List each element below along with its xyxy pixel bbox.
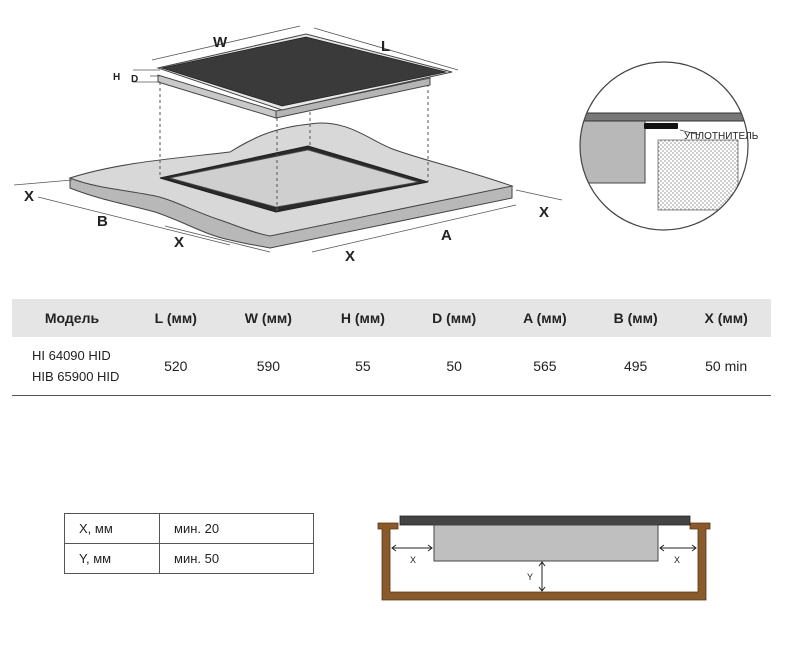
header-X: X (мм): [704, 310, 748, 326]
label-H: H: [113, 72, 120, 83]
min-value: мин. 20: [159, 513, 314, 544]
installation-diagram: W L H D X B X X A X УПЛОТНИТЕЛЬ: [13, 25, 759, 265]
model-name: HIB 65900 HID: [32, 369, 120, 384]
label-W: W: [213, 34, 228, 51]
table-row: X, мм мин. 20: [64, 513, 314, 544]
label-L: L: [381, 38, 390, 55]
gap-label-X-left: X: [410, 555, 416, 565]
label-D: D: [131, 74, 138, 85]
header-model: Модель: [44, 310, 100, 326]
dimension-lines: [13, 25, 563, 253]
value-B: 495: [590, 337, 682, 396]
hob: [156, 33, 453, 119]
header-D: D (мм): [432, 310, 477, 326]
value-A: 565: [499, 337, 590, 396]
header-L: L (мм): [154, 310, 197, 326]
header-A: A (мм): [523, 310, 567, 326]
gap-label-X-right: X: [674, 555, 680, 565]
label-X-front: X: [174, 234, 184, 251]
header-H: H (мм): [340, 310, 385, 326]
seal-detail: [579, 61, 749, 231]
cross-section-diagram: X X Y: [377, 515, 711, 601]
table-row: Y, мм мин. 50: [64, 543, 314, 574]
value-X: 50 min: [681, 337, 771, 396]
min-distance-table: X, мм мин. 20 Y, мм мин. 50: [64, 513, 314, 574]
value-W: 590: [219, 337, 318, 396]
label-A: A: [441, 227, 452, 244]
header-B: B (мм): [613, 310, 658, 326]
spec-table-header-row: Модель L (мм) W (мм) H (мм) D (мм) A (мм…: [12, 299, 771, 337]
label-X-right: X: [539, 204, 549, 221]
projection-lines: [159, 82, 429, 212]
gap-label-Y: Y: [527, 572, 533, 582]
min-label: X, мм: [64, 513, 160, 544]
value-D: 50: [408, 337, 500, 396]
gap-arrows: [391, 544, 697, 592]
value-H: 55: [317, 337, 409, 396]
value-L: 520: [132, 337, 220, 396]
label-X-left: X: [24, 188, 34, 205]
model-cell: HI 64090 HID HIB 65900 HID: [12, 337, 132, 396]
header-W: W (мм): [244, 310, 292, 326]
min-value: мин. 50: [159, 543, 314, 574]
hob-section: [399, 515, 691, 562]
label-X-bottom: X: [345, 248, 355, 265]
spec-table: Модель L (мм) W (мм) H (мм) D (мм) A (мм…: [12, 299, 771, 396]
label-B: B: [97, 213, 108, 230]
table-row: HI 64090 HID HIB 65900 HID 520 590 55 50…: [12, 337, 771, 396]
min-label: Y, мм: [64, 543, 160, 574]
model-name: HI 64090 HID: [32, 348, 111, 363]
seal-label: УПЛОТНИТЕЛЬ: [684, 131, 759, 142]
